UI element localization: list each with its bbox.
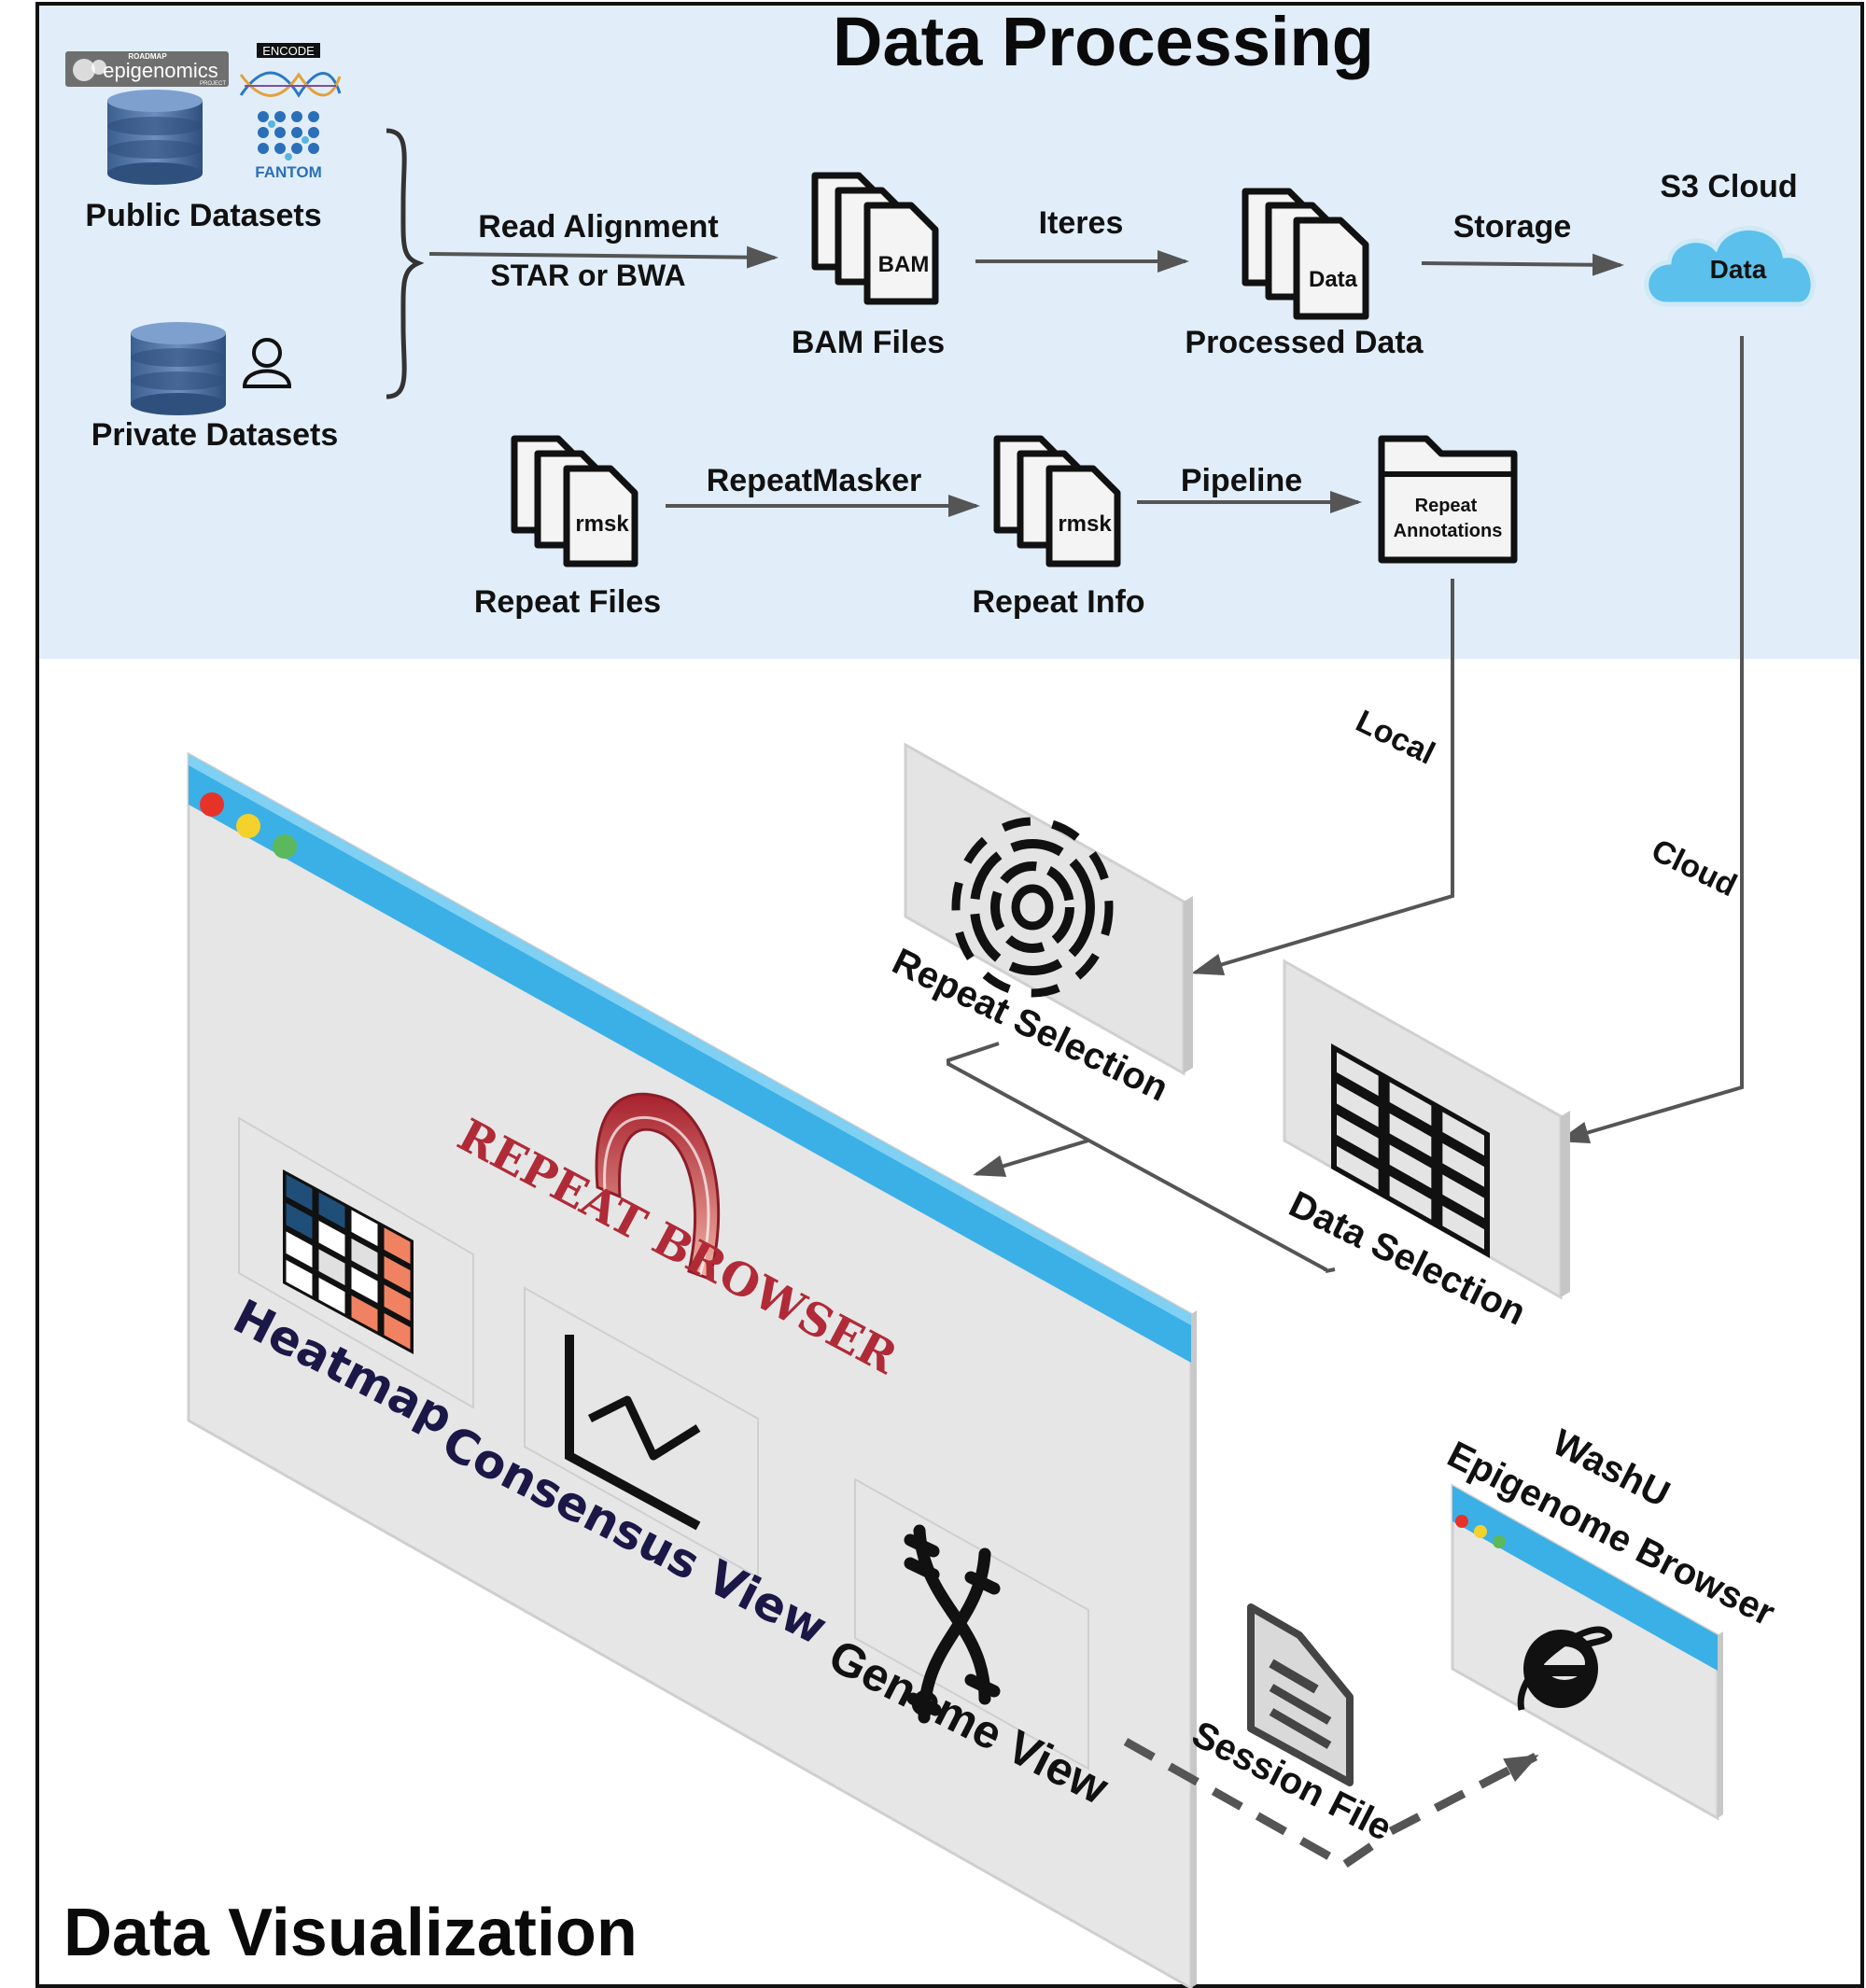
- table-cell: [1389, 1175, 1432, 1220]
- bam-icon-text: BAM: [878, 252, 930, 277]
- diagram-frame: [35, 2, 1864, 1988]
- washu-maximize-dot[interactable]: [1493, 1535, 1506, 1548]
- iteres-label: Iteres: [1039, 205, 1124, 241]
- heatmap-cell: [384, 1284, 411, 1322]
- rmsk-icon-text-2: rmsk: [1058, 511, 1112, 537]
- fantom-logo-text: FANTOM: [255, 163, 321, 181]
- brace: [386, 128, 425, 399]
- fantom-logo: FANTOM: [255, 111, 322, 181]
- target-icon: [951, 817, 1114, 998]
- star-bwa-label: STAR or BWA: [490, 259, 685, 292]
- washu-minimize-dot[interactable]: [1474, 1525, 1487, 1538]
- storage-arrow: [1421, 253, 1624, 276]
- private-datasets-label: Private Datasets: [91, 417, 339, 453]
- internet-explorer-icon: [1517, 1626, 1612, 1711]
- heatmap-cell: [286, 1231, 313, 1268]
- encode-logo-text: ENCODE: [262, 44, 315, 58]
- data-visualization-title: Data Visualization: [63, 1896, 638, 1970]
- bam-files-icon: BAM: [811, 172, 939, 305]
- chromosome-icon: [904, 1524, 1001, 1724]
- heatmap-cell: [286, 1259, 313, 1296]
- repeatmasker-label: RepeatMasker: [707, 463, 922, 498]
- user-icon: [242, 338, 292, 388]
- data-selection-panel[interactable]: Data Selection: [1283, 959, 1570, 1334]
- repeat-files-label: Repeat Files: [474, 584, 661, 620]
- table-cell: [1337, 1052, 1379, 1097]
- washu-browser-window[interactable]: [1451, 1483, 1723, 1821]
- public-database-icon: [107, 90, 203, 185]
- selection-link-end: [1325, 1267, 1336, 1273]
- heatmap-cell: [351, 1267, 378, 1304]
- repeat-files-icon: rmsk: [511, 435, 638, 567]
- heatmap-cell: [286, 1202, 313, 1239]
- selection-to-browser-arrow: [973, 1139, 1089, 1177]
- line-chart-icon: [565, 1335, 701, 1531]
- session-file-icon: [1247, 1603, 1354, 1786]
- table-cell: [1389, 1082, 1432, 1127]
- table-cell: [1442, 1142, 1484, 1187]
- table-cell: [1389, 1144, 1432, 1189]
- roadmap-logo-sub-text: PROJECT: [200, 81, 226, 87]
- heatmap-cell: [286, 1174, 313, 1211]
- roadmap-logo-text: epigenomics: [103, 59, 218, 82]
- roadmap-logo: ROADMAP epigenomics PROJECT: [65, 51, 229, 87]
- private-database-icon: [131, 322, 226, 415]
- heatmap-cell: [384, 1312, 411, 1350]
- rmsk-icon-text-1: rmsk: [575, 511, 629, 537]
- roadmap-logo-top-text: ROADMAP: [128, 52, 167, 61]
- heatmap-cell: [318, 1277, 345, 1314]
- heatmap-icon: [283, 1169, 414, 1354]
- processed-data-label: Processed Data: [1185, 325, 1424, 360]
- cloud-icon: Data: [1644, 226, 1816, 307]
- heatmap-cell: [351, 1238, 378, 1275]
- washu-close-dot[interactable]: [1455, 1515, 1468, 1528]
- close-dot[interactable]: [200, 792, 224, 817]
- bam-files-label: BAM Files: [792, 325, 945, 360]
- s3-cloud-label: S3 Cloud: [1660, 169, 1797, 204]
- data-icon-text: Data: [1309, 267, 1358, 292]
- read-alignment-arrow: [428, 245, 779, 269]
- minimize-dot[interactable]: [236, 814, 260, 838]
- processed-data-icon: Data: [1242, 188, 1369, 320]
- read-alignment-label: Read Alignment: [478, 209, 719, 245]
- data-processing-title: Data Processing: [833, 3, 1374, 80]
- table-cell: [1337, 1114, 1379, 1159]
- maximize-dot[interactable]: [273, 834, 297, 859]
- heatmap-cell: [384, 1255, 411, 1293]
- local-connector: [1191, 579, 1454, 975]
- session-dashed-arrow: [1388, 1753, 1539, 1835]
- heatmap-cell: [384, 1227, 411, 1265]
- session-dashed-line: [1123, 1738, 1382, 1870]
- table-cell: [1442, 1205, 1484, 1250]
- repeat-annotations-folder-icon: Repeat Annotations: [1378, 435, 1518, 564]
- table-cell: [1389, 1113, 1432, 1157]
- repeat-info-icon: rmsk: [993, 435, 1121, 567]
- heatmap-cell: [318, 1192, 345, 1229]
- heatmap-cell: [318, 1220, 345, 1257]
- heatmap-cell: [351, 1295, 378, 1332]
- table-cell: [1442, 1112, 1484, 1156]
- table-icon: [1331, 1043, 1490, 1258]
- heatmap-cell: [351, 1210, 378, 1247]
- table-cell: [1337, 1145, 1379, 1190]
- storage-label: Storage: [1453, 209, 1572, 245]
- encode-logo: ENCODE: [239, 43, 342, 98]
- heatmap-cell: [318, 1249, 345, 1286]
- cloud-data-text: Data: [1710, 255, 1767, 284]
- processing-panel: [37, 4, 1862, 659]
- pipeline-label: Pipeline: [1181, 463, 1302, 498]
- cloud-connector: [1557, 336, 1744, 1144]
- repeat-info-label: Repeat Info: [972, 584, 1144, 620]
- table-cell: [1337, 1083, 1379, 1127]
- table-cell: [1442, 1174, 1484, 1219]
- public-datasets-label: Public Datasets: [85, 198, 321, 233]
- repeat-annotations-text-1: Repeat: [1415, 496, 1478, 516]
- repeat-annotations-text-2: Annotations: [1394, 521, 1503, 541]
